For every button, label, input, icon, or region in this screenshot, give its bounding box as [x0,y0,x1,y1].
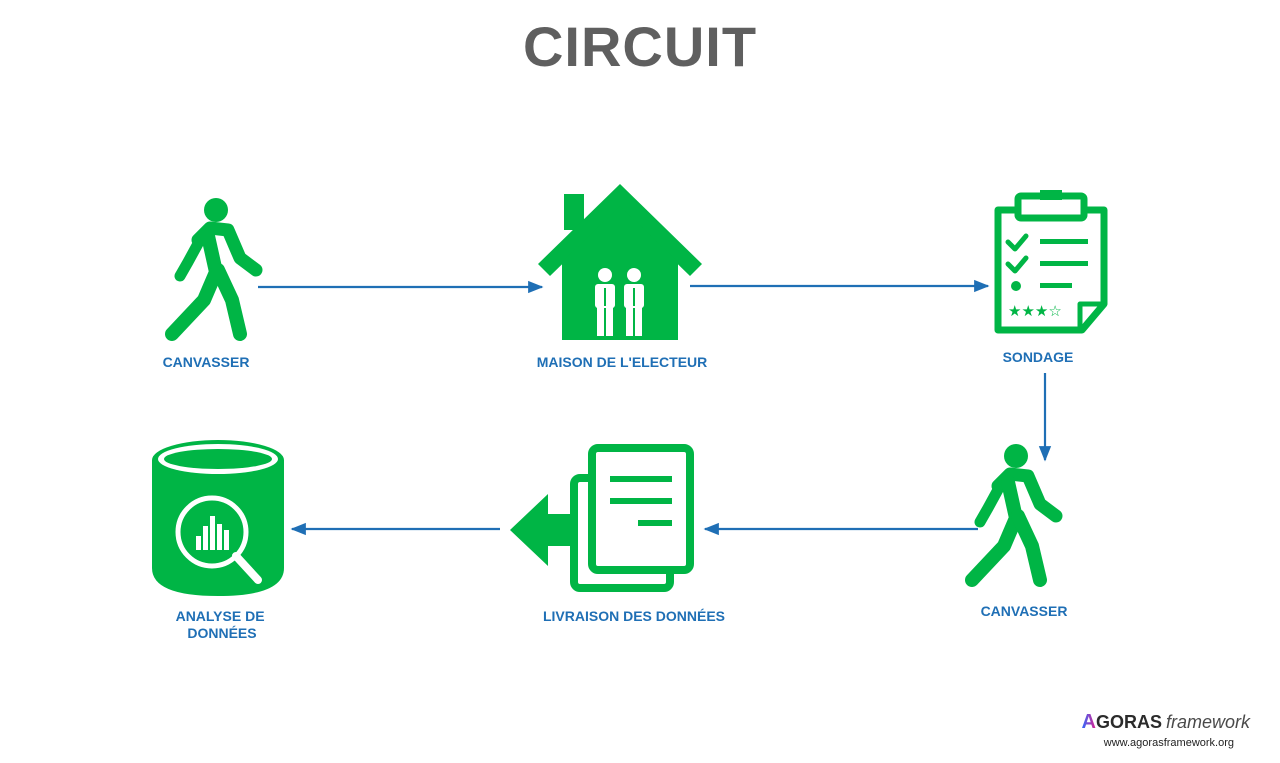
brand-url: www.agorasframework.org [1103,737,1234,749]
label-line: LIVRAISON DES DONNÉES [543,608,725,624]
node-label-livraison: LIVRAISON DES DONNÉES [543,608,725,624]
label-line: MAISON DE L'ELECTEUR [537,354,708,370]
brand-suffix: framework [1165,712,1250,732]
label-line: CANVASSER [163,354,250,370]
node-label-maison: MAISON DE L'ELECTEUR [537,354,708,370]
walking-person-icon [165,198,263,341]
brand-name: GORAS [1095,712,1162,732]
node-label-analyse: ANALYSE DE DONNÉES [176,608,269,641]
node-label-canvasser-2: CANVASSER [981,603,1068,619]
house-with-people-icon [538,184,702,340]
clipboard-survey-icon: ★★★☆ [994,190,1108,334]
walking-person-icon [965,444,1063,587]
node-label-canvasser-1: CANVASSER [163,354,250,370]
database-analytics-icon [152,440,284,596]
page-title: CIRCUIT [522,15,758,78]
label-line: SONDAGE [1003,349,1074,365]
svg-text:★★★☆: ★★★☆ [1008,302,1062,320]
documents-delivery-icon [510,444,694,592]
label-line: DONNÉES [187,625,256,641]
label-line: CANVASSER [981,603,1068,619]
label-line: ANALYSE DE [176,608,265,624]
brand-first-letter: A [1081,711,1096,733]
edges-layer [258,279,1052,536]
node-label-sondage: SONDAGE [1003,349,1074,365]
